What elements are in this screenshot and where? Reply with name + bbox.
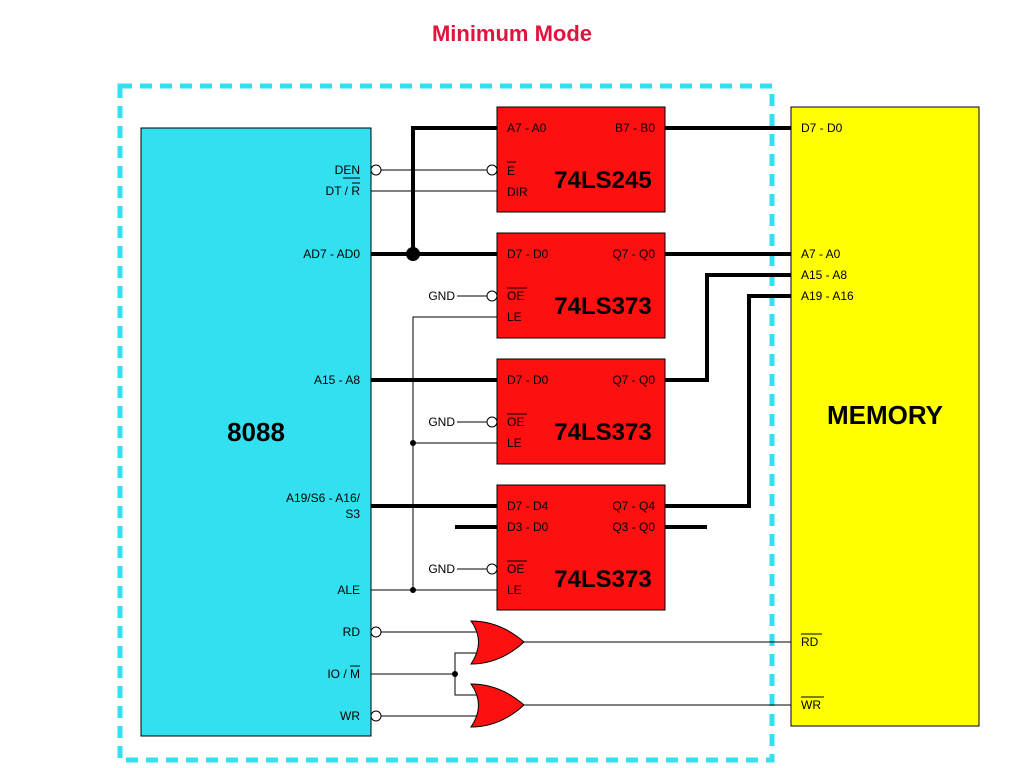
latch3-q-hi: Q7 - Q4 (612, 499, 655, 513)
den-bubble (370, 164, 382, 176)
pin-ale-label: ALE (337, 583, 360, 597)
latch2-le: LE (507, 436, 522, 450)
iom-to-gate1 (454, 652, 480, 674)
latch1-oe: OE (507, 289, 524, 303)
ad-bus-to-transceiver (411, 126, 497, 254)
cpu-8088-block (140, 127, 372, 737)
pin-rd-label: RD (343, 625, 361, 639)
ad-bus-junction (406, 247, 420, 261)
diagram-title: Minimum Mode (432, 21, 592, 46)
latch3-oe: OE (507, 562, 524, 576)
transceiver-74ls245 (496, 106, 666, 213)
wr-bubble (370, 710, 382, 722)
latch3-d-hi: D7 - D4 (507, 499, 549, 513)
memory-block (790, 106, 980, 727)
iom-junction (452, 671, 458, 677)
latch1-q: Q7 - Q0 (612, 247, 655, 261)
latch3-le: LE (507, 583, 522, 597)
latch2-oe-bubble (486, 416, 498, 428)
inversion-bubbles (370, 164, 498, 722)
pin-a15-label: A15 - A8 (314, 373, 360, 387)
latch1-74ls373 (496, 232, 666, 339)
memory-name: MEMORY (827, 400, 943, 430)
control-wires (371, 169, 791, 717)
iom-to-gate2 (454, 674, 480, 696)
pin-den-label: DEN (335, 163, 360, 177)
transceiver-b-port: B7 - B0 (615, 121, 655, 135)
pin-dtr-label: DT / R (326, 184, 361, 198)
transceiver-a-port: A7 - A0 (507, 121, 547, 135)
latch3-oe-bubble (486, 563, 498, 575)
ale-junction-1 (410, 440, 416, 446)
ale-to-latch1-le (412, 316, 497, 590)
e-bubble (486, 164, 498, 176)
or-gate-write (470, 683, 525, 728)
latch1-gnd-label: GND (428, 289, 455, 303)
latch2-q: Q7 - Q0 (612, 373, 655, 387)
memory-a15-pin: A15 - A8 (801, 268, 847, 282)
latch2-74ls373 (496, 358, 666, 465)
memory-data-pin: D7 - D0 (801, 121, 843, 135)
memory-wr-pin: WR (801, 698, 821, 712)
memory-a7-pin: A7 - A0 (801, 247, 841, 261)
latch3-74ls373 (496, 484, 666, 611)
latch3-d-lo: D3 - D0 (507, 520, 549, 534)
pin-wr-label: WR (340, 709, 360, 723)
latch3-name: 74LS373 (554, 566, 651, 593)
transceiver-dir: DIR (507, 185, 528, 199)
memory-rd-pin: RD (801, 635, 819, 649)
pin-a19-label-1: A19/S6 - A16/ (286, 491, 361, 505)
pin-ad-label: AD7 - AD0 (303, 247, 360, 261)
memory-a19-pin: A19 - A16 (801, 289, 854, 303)
transceiver-enable: E (507, 164, 515, 178)
latch3-gnd-label: GND (428, 562, 455, 576)
transceiver-name: 74LS245 (554, 167, 651, 194)
latch1-name: 74LS373 (554, 293, 651, 320)
bus-wires (371, 126, 791, 529)
latch1-d: D7 - D0 (507, 247, 549, 261)
ale-junction-2 (410, 587, 416, 593)
cpu-name: 8088 (227, 417, 285, 447)
rd-bubble (370, 626, 382, 638)
latch2-gnd-label: GND (428, 415, 455, 429)
latch2-name: 74LS373 (554, 419, 651, 446)
a15-bus-to-memory (665, 273, 791, 382)
latch3-q-lo: Q3 - Q0 (612, 520, 655, 534)
or-gate-read (470, 620, 525, 665)
latch2-oe: OE (507, 415, 524, 429)
a19-bus-to-memory (665, 294, 791, 508)
latch2-d: D7 - D0 (507, 373, 549, 387)
cpu-module-boundary (117, 83, 775, 763)
pin-a19-label-2: S3 (345, 507, 360, 521)
latch1-oe-bubble (486, 290, 498, 302)
pin-iom-label: IO / M (327, 667, 360, 681)
latch1-le: LE (507, 310, 522, 324)
